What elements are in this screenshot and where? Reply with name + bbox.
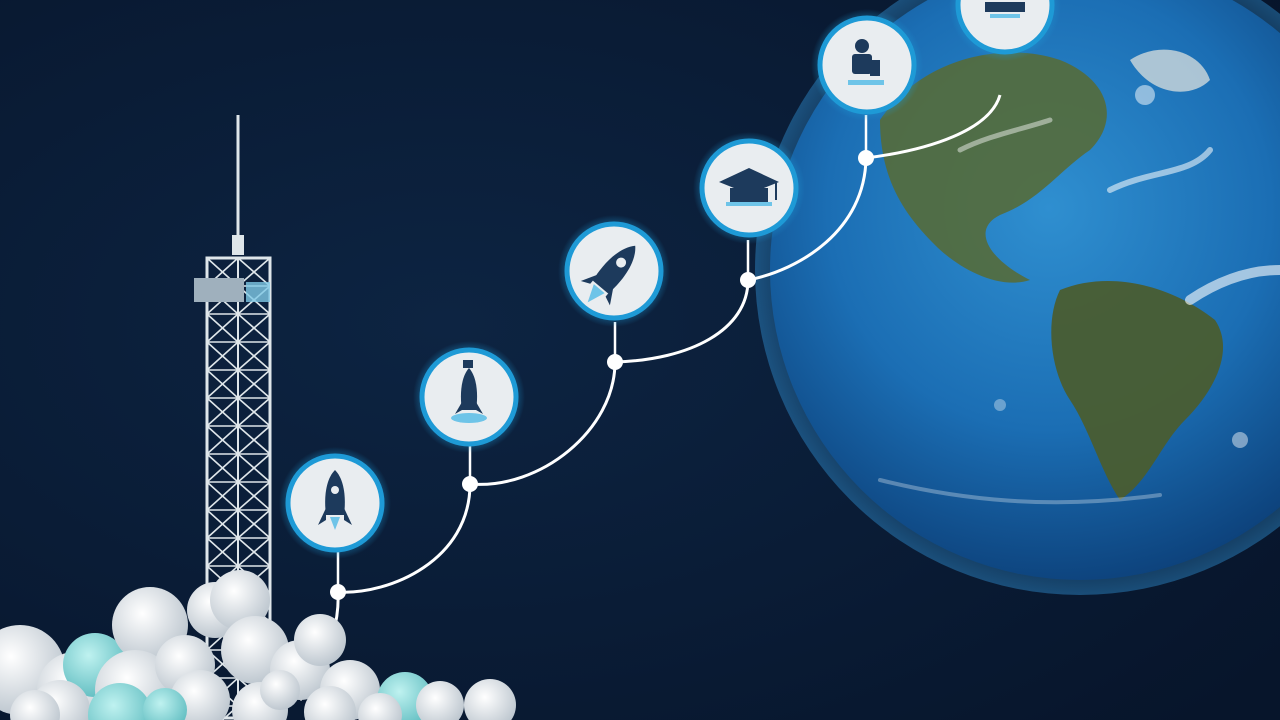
smoke-puff bbox=[416, 681, 464, 720]
milestone-3[interactable] bbox=[558, 215, 670, 327]
smoke-puff bbox=[210, 570, 270, 630]
smoke-clouds bbox=[0, 570, 516, 720]
smoke-puff bbox=[10, 690, 60, 720]
smoke-puff bbox=[464, 679, 516, 720]
milestone-path bbox=[298, 94, 1002, 702]
path-node bbox=[607, 354, 623, 370]
path-node bbox=[858, 150, 874, 166]
path-node bbox=[330, 584, 346, 600]
milestone-1[interactable] bbox=[279, 447, 391, 559]
smoke-puff bbox=[294, 614, 346, 666]
smoke-puff bbox=[260, 670, 300, 710]
graduation-cap-icon bbox=[719, 168, 779, 206]
launch-tower bbox=[194, 115, 272, 720]
smoke-puff bbox=[304, 686, 356, 720]
rocket-upright-icon bbox=[318, 470, 352, 530]
continent-north-america bbox=[880, 52, 1107, 283]
smoke-puff bbox=[143, 688, 187, 720]
earth-globe bbox=[755, 0, 1280, 595]
smoke-puff bbox=[358, 693, 402, 720]
path-node bbox=[740, 272, 756, 288]
milestone-5[interactable] bbox=[811, 9, 923, 121]
rocket-launch-icon bbox=[451, 360, 487, 423]
smoke-puff bbox=[88, 683, 152, 720]
milestone-2[interactable] bbox=[413, 341, 525, 453]
milestone-4[interactable] bbox=[693, 132, 805, 244]
astronaut-chair-icon bbox=[848, 39, 884, 85]
milestone-6[interactable] bbox=[949, 0, 1061, 61]
satellite-icon bbox=[985, 2, 1025, 18]
continent-south-america bbox=[1051, 281, 1224, 500]
path-node bbox=[462, 476, 478, 492]
rocket-flight-icon bbox=[580, 245, 636, 306]
